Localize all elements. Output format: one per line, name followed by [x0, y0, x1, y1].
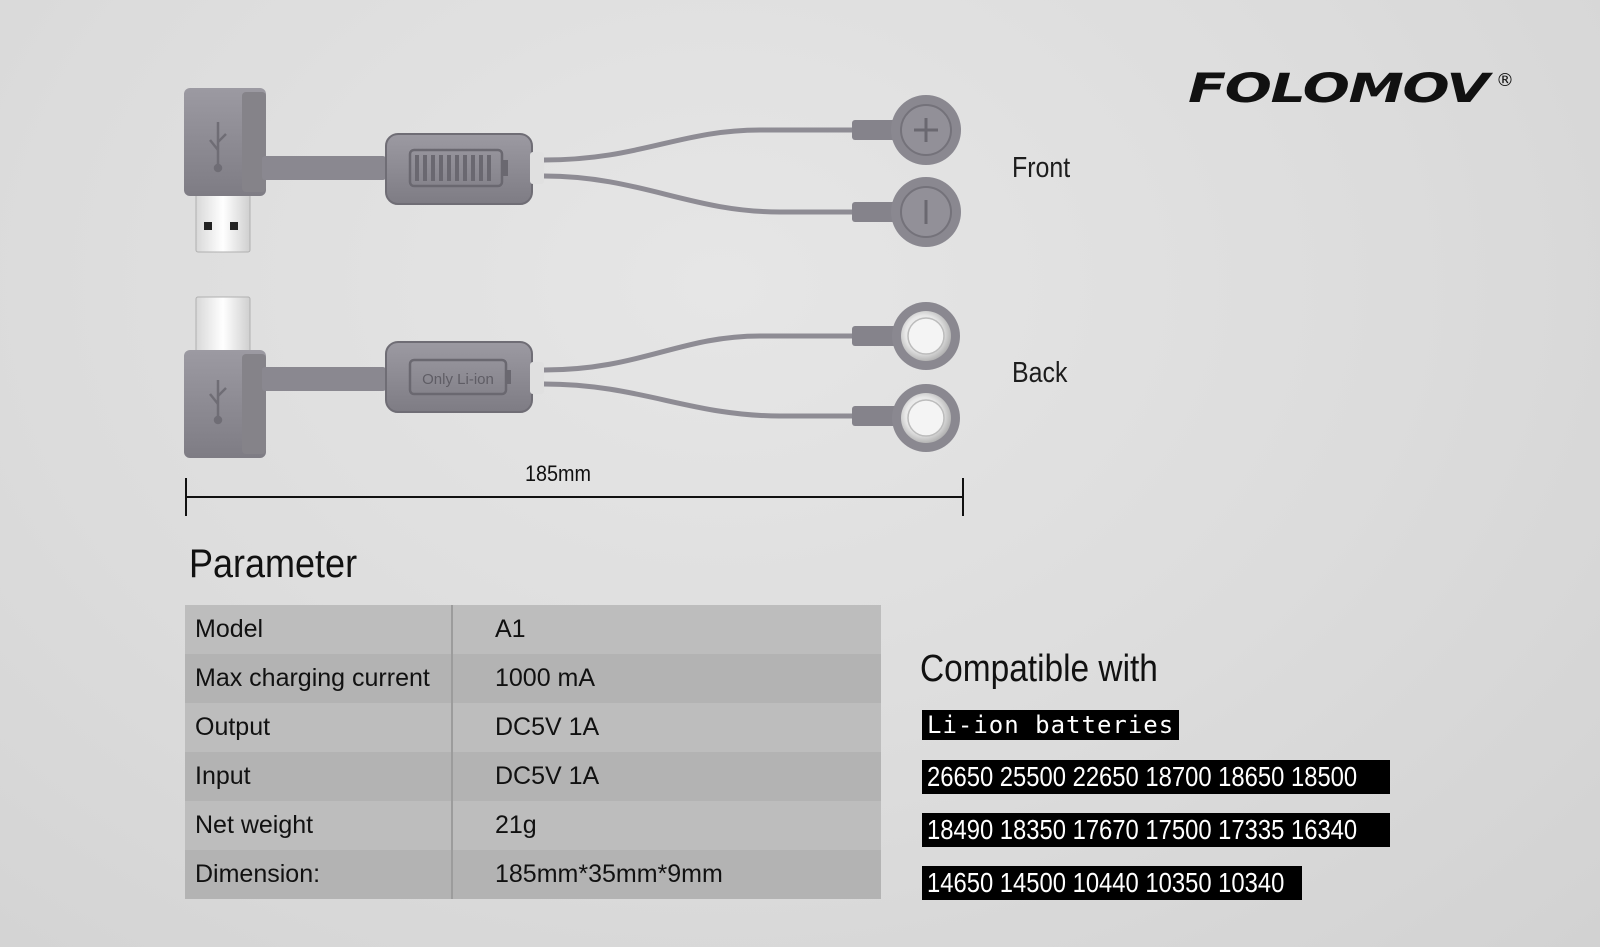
- usb-plug-back: [195, 296, 251, 356]
- minus-terminal-front: [891, 177, 961, 247]
- table-row: Input DC5V 1A: [185, 752, 881, 801]
- battery-sizes-text: 18490 18350 17670 17500 17335 16340: [927, 814, 1358, 845]
- param-value-model: A1: [452, 605, 881, 654]
- param-value-input: DC5V 1A: [452, 752, 881, 801]
- param-value-dimension: 185mm*35mm*9mm: [452, 850, 881, 899]
- parameter-title: Parameter: [189, 542, 358, 586]
- svg-text:FOLOMOV: FOLOMOV: [1188, 66, 1494, 112]
- param-key-output: Output: [185, 703, 453, 752]
- compatible-title: Compatible with: [920, 648, 1158, 690]
- battery-level-icon: [408, 148, 508, 188]
- parameter-table: Model A1 Max charging current 1000 mA Ou…: [185, 605, 881, 899]
- svg-text:®: ®: [1496, 70, 1514, 91]
- table-row: Max charging current 1000 mA: [185, 654, 881, 703]
- table-row: Model A1: [185, 605, 881, 654]
- param-key-dimension: Dimension:: [185, 850, 453, 899]
- battery-sizes-row: 26650 25500 22650 18700 18650 18500: [922, 760, 1390, 794]
- battery-type-badge: Li-ion batteries: [922, 710, 1180, 740]
- front-label: Front: [1012, 152, 1071, 184]
- battery-sizes-text: 14650 14500 10440 10350 10340: [927, 867, 1285, 898]
- usb-symbol-icon: [209, 380, 227, 425]
- battery-sizes-row: 14650 14500 10440 10350 10340: [922, 866, 1302, 900]
- usb-symbol-icon: [209, 122, 227, 173]
- back-label: Back: [1012, 357, 1068, 389]
- dimension-line: [185, 478, 964, 516]
- param-key-input: Input: [185, 752, 453, 801]
- param-key-net-weight: Net weight: [185, 801, 453, 850]
- front-view: [184, 88, 961, 253]
- battery-sizes-text: 26650 25500 22650 18700 18650 18500: [927, 761, 1358, 792]
- param-value-output: DC5V 1A: [452, 703, 881, 752]
- battery-sizes-row: 18490 18350 17670 17500 17335 16340: [922, 813, 1390, 847]
- param-key-model: Model: [185, 605, 453, 654]
- plus-terminal-front: [891, 95, 961, 165]
- param-value-max-current: 1000 mA: [452, 654, 881, 703]
- folomov-logo: FOLOMOV ®: [1188, 66, 1514, 112]
- only-li-ion-text: Only Li-ion: [422, 371, 494, 388]
- minus-contact-back: [892, 384, 960, 452]
- table-row: Net weight 21g: [185, 801, 881, 850]
- param-key-max-current: Max charging current: [185, 654, 453, 703]
- table-row: Output DC5V 1A: [185, 703, 881, 752]
- back-view: Only Li-ion: [184, 296, 960, 458]
- length-label: 185mm: [525, 461, 592, 486]
- plus-contact-back: [892, 302, 960, 370]
- param-value-net-weight: 21g: [452, 801, 881, 850]
- table-row: Dimension: 185mm*35mm*9mm: [185, 850, 881, 899]
